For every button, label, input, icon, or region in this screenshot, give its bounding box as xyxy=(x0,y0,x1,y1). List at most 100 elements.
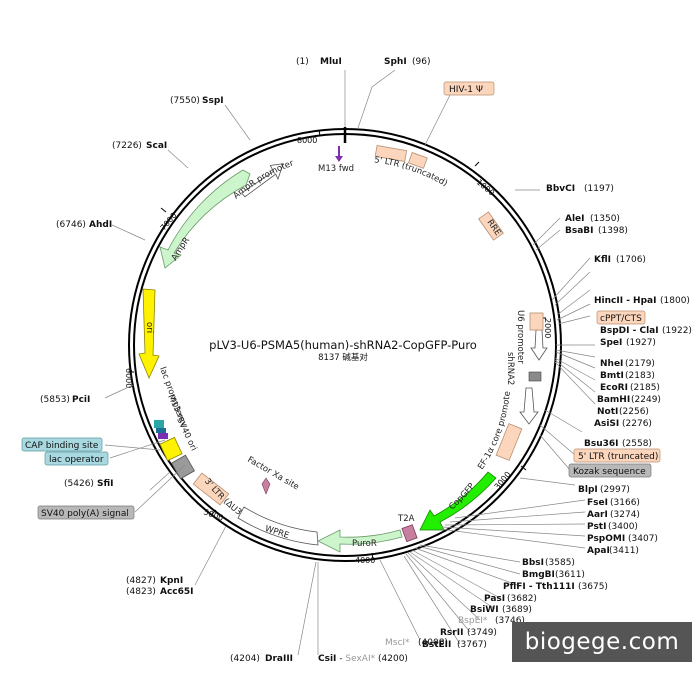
box-ltr5b-label: 5' LTR (truncated) xyxy=(578,452,658,462)
site-draiii: DraIII xyxy=(265,654,293,664)
ori-arrow xyxy=(138,288,160,380)
ltr5-block-1 xyxy=(374,145,408,162)
tick-3000: 3000 xyxy=(493,470,513,491)
ltr5b-block xyxy=(495,423,523,461)
factorxa-marker xyxy=(261,477,271,495)
shrna2-label: shRNA2 xyxy=(505,352,515,385)
site-bbvci-pos: (1197) xyxy=(584,184,614,194)
ltr5-block-2 xyxy=(407,152,428,169)
plasmid-title: pLV3-U6-PSMA5(human)-shRNA2-CopGFP-Puro xyxy=(209,338,477,352)
site-msci: MscI* xyxy=(385,638,410,648)
wpre-block xyxy=(237,506,319,546)
site-noti-pos: (2256) xyxy=(619,407,649,417)
site-sexai-pos: (4200) xyxy=(378,654,408,664)
site-fsei: FseI xyxy=(587,498,608,508)
box-cap-binding-label: CAP binding site xyxy=(25,441,99,451)
box-cap-binding xyxy=(21,437,103,452)
site-apai-pos: (3411) xyxy=(609,546,639,556)
site-noti: NotI xyxy=(597,407,618,417)
copgfp-arrow xyxy=(419,471,497,531)
site-bamhi: BamHI xyxy=(597,395,630,405)
ampr-arrow xyxy=(159,169,251,269)
site-ahdi-pos: (6746) xyxy=(56,220,86,230)
site-hincii: HincII - HpaI xyxy=(594,296,656,306)
site-acc65i-pos: (4823) xyxy=(126,587,156,597)
t2a-block xyxy=(401,524,418,543)
tick-6000: 6000 xyxy=(124,368,133,388)
site-sexai: SexAI* xyxy=(345,654,375,664)
puror-arrow xyxy=(317,529,403,553)
site-ecori-pos: (2185) xyxy=(630,383,660,393)
site-bspdi-pos: (1922) xyxy=(662,326,692,336)
site-bsiwi: BsiWI xyxy=(470,605,499,615)
site-alei-pos: (1350) xyxy=(590,214,620,224)
site-pflfi-pos: (3675) xyxy=(578,582,608,592)
box-sv40-polya xyxy=(37,505,135,520)
site-bmgbi: BmgBI xyxy=(522,570,555,580)
site-bamhi-pos: (2249) xyxy=(631,395,661,405)
m13-fwd-marker xyxy=(335,146,343,162)
u6-arrow xyxy=(530,329,548,361)
box-kozak xyxy=(568,463,652,478)
ampr-promoter-arrow xyxy=(241,163,284,198)
site-ahdi: AhdI xyxy=(89,220,112,230)
site-rsrii: RsrII xyxy=(440,628,463,638)
site-sphi: SphI xyxy=(384,57,407,67)
u6-promoter-label: U6 promoter xyxy=(515,310,525,364)
plasmid-size: 8137 碱基对 xyxy=(318,352,368,363)
site-bmti: BmtI xyxy=(600,371,624,381)
site-kfli: KflI xyxy=(594,255,611,265)
site-bbsi-pos: (3585) xyxy=(545,558,575,568)
site-bsabi-pos: (1398) xyxy=(598,226,628,236)
site-sfii-pos: (5426) xyxy=(64,479,94,489)
watermark: biogege.com xyxy=(512,622,692,662)
m13-fwd-label: M13 fwd xyxy=(318,164,354,174)
site-pspomi: PspOMI xyxy=(587,534,625,544)
site-pcii: PciI xyxy=(72,395,90,405)
box-cppt-label: cPPT/CTS xyxy=(600,314,642,324)
site-scai-pos: (7226) xyxy=(112,141,142,151)
box-hiv-psi xyxy=(443,81,495,96)
tick-5000: 5000 xyxy=(202,507,224,522)
box-hiv-psi-label: HIV-1 Ψ xyxy=(449,85,483,95)
cppt-block xyxy=(529,312,544,331)
site-csii-group: CsiI - SexAI* (4200) xyxy=(318,654,408,664)
site-pspomi-pos: (3407) xyxy=(628,534,658,544)
site-apai: ApaI xyxy=(587,546,610,556)
site-sphi-pos: (96) xyxy=(412,57,430,67)
site-scai: ScaI xyxy=(146,141,167,151)
site-ecori: EcoRI xyxy=(600,383,628,393)
shrna-block xyxy=(528,371,542,382)
puror-label: PuroR xyxy=(352,539,377,549)
site-mlui-pos: (1) xyxy=(296,57,309,67)
box-cppt xyxy=(596,310,646,325)
site-bbvci: BbvCI xyxy=(546,184,575,194)
site-pasi-pos: (3682) xyxy=(507,594,537,604)
site-kfli-pos: (1706) xyxy=(616,255,646,265)
site-nhei-pos: (2179) xyxy=(625,359,655,369)
site-blpi: BlpI xyxy=(578,485,598,495)
site-bspei-pos: (3746) xyxy=(495,616,525,626)
ltr3-block xyxy=(192,472,230,506)
site-aari-pos: (3274) xyxy=(610,510,640,520)
box-lac-operator-label: lac operator xyxy=(49,455,104,465)
site-csii: CsiI xyxy=(318,654,336,664)
box-lac-operator xyxy=(44,451,109,466)
site-acc65i: Acc65I xyxy=(160,587,194,597)
site-psti-pos: (3400) xyxy=(608,522,638,532)
site-nhei: NheI xyxy=(600,359,623,369)
tick-2000: 2000 xyxy=(543,318,552,338)
box-sv40-polya-label: SV40 poly(A) signal xyxy=(41,509,129,519)
site-spei: SpeI xyxy=(600,338,622,348)
site-blpi-pos: (2997) xyxy=(600,485,630,495)
site-psti: PstI xyxy=(587,522,606,532)
site-bsabi: BsaBI xyxy=(565,226,594,236)
lac-operator-marker xyxy=(156,428,166,433)
t2a-label: T2A xyxy=(397,514,415,524)
site-sfii: SfiI xyxy=(97,479,114,489)
ori-label: ori xyxy=(144,322,154,333)
m13-rev-marker xyxy=(158,433,168,439)
site-bsteii: BstEII xyxy=(422,640,451,650)
site-sspi-pos: (7550) xyxy=(170,96,200,106)
